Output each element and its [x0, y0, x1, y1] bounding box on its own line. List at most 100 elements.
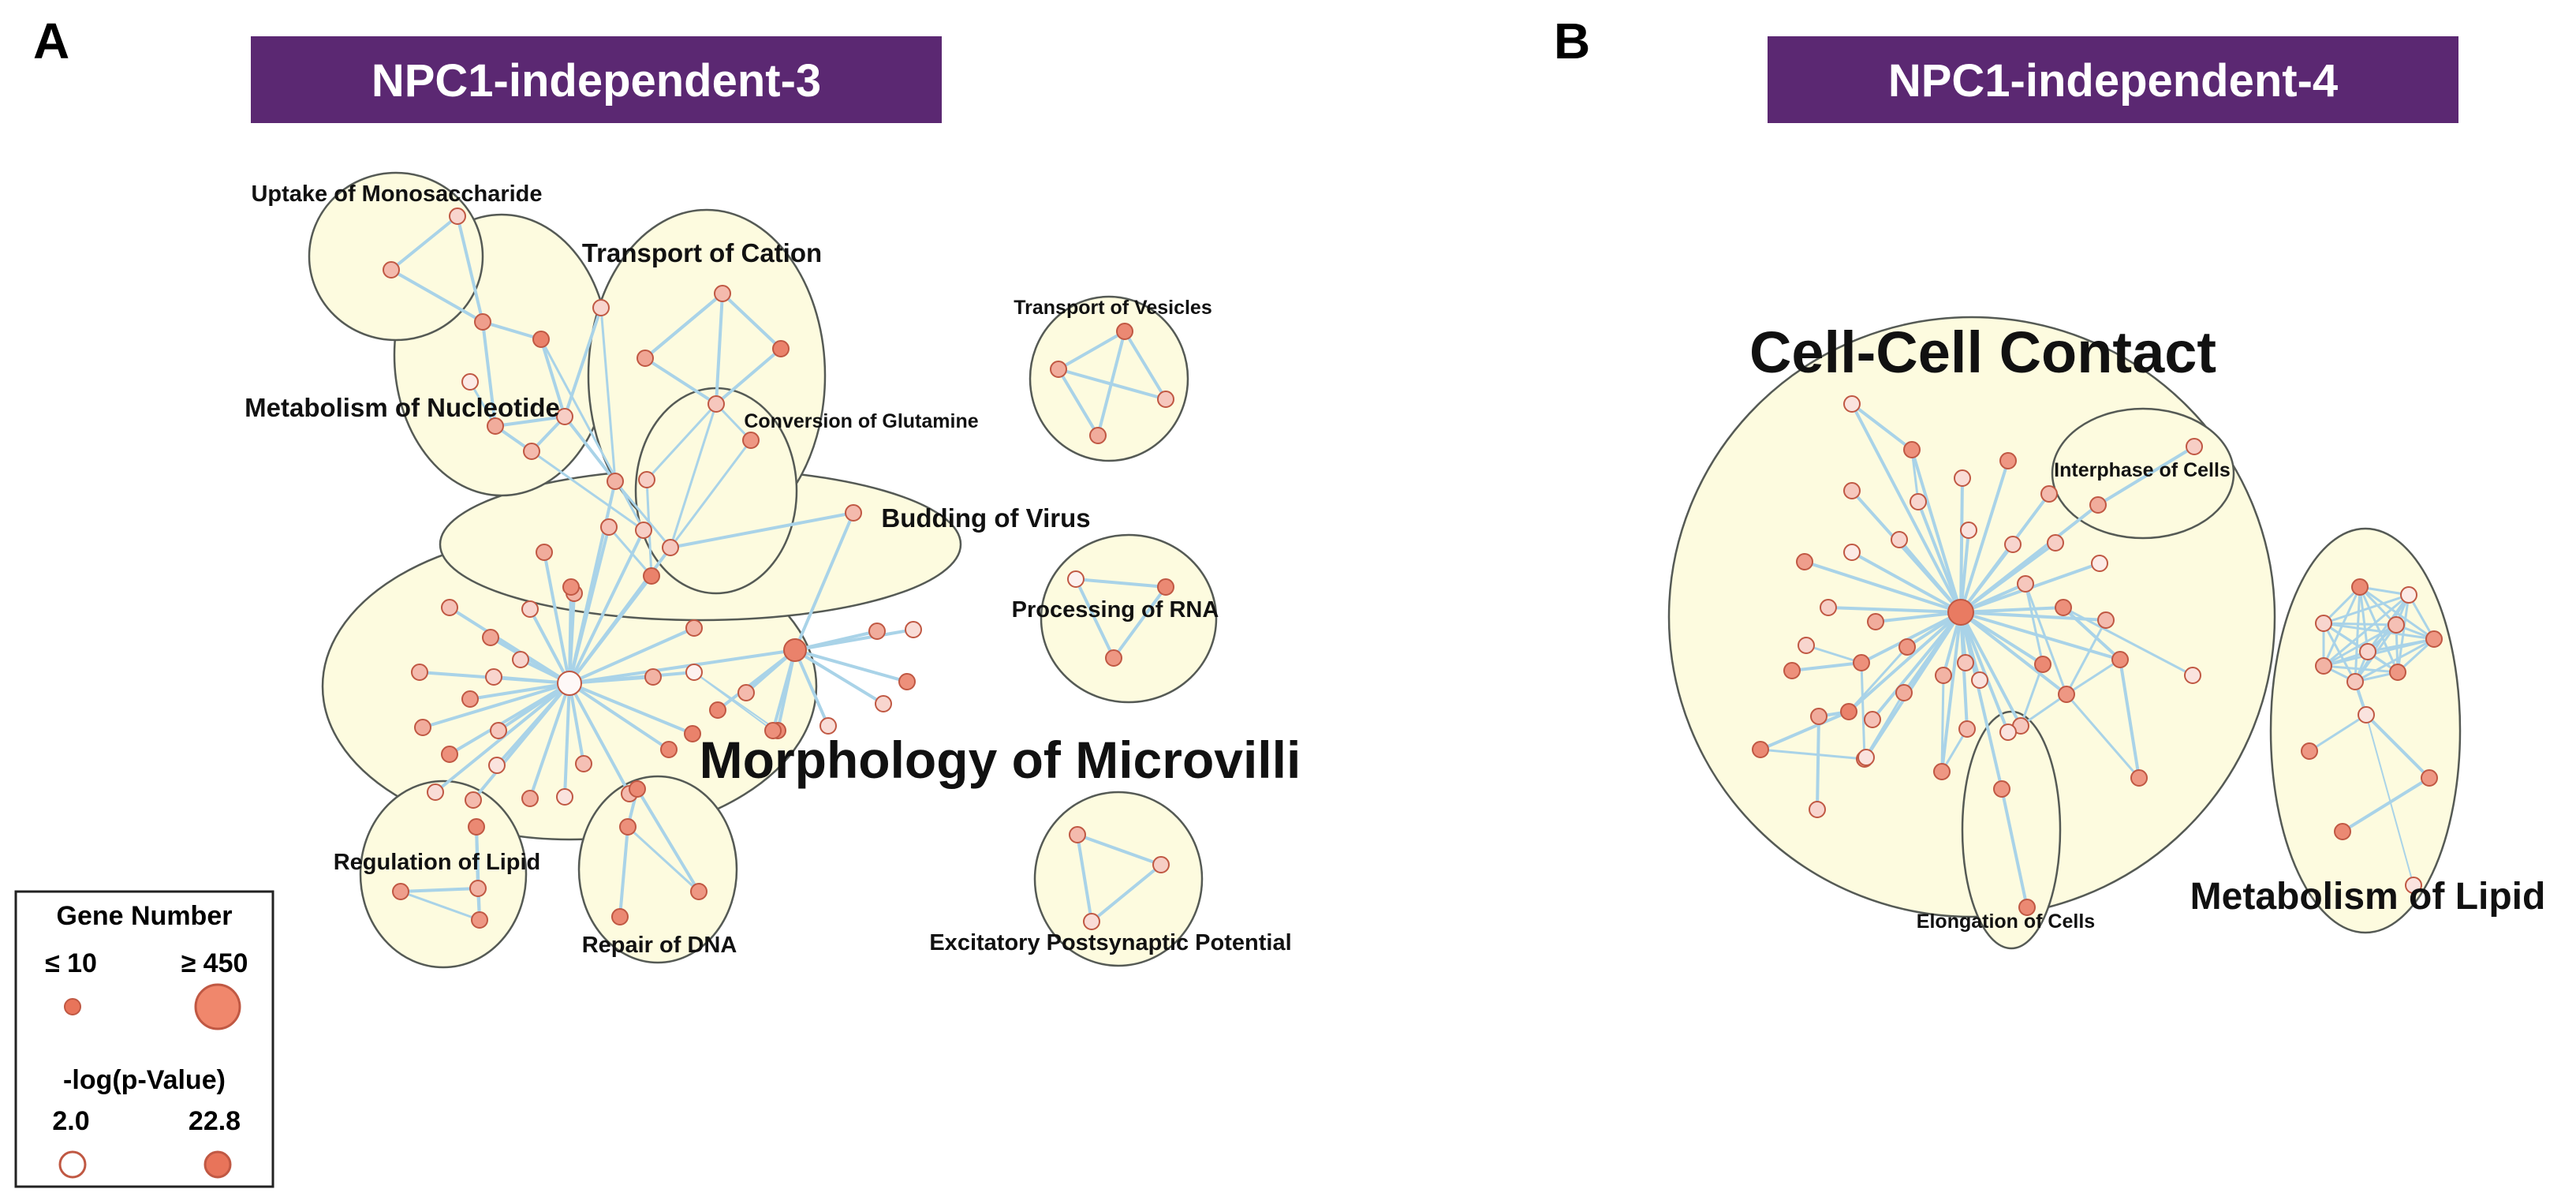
legend-gene-min: ≤ 10: [45, 948, 97, 978]
label-transport-of-cation: Transport of Cation: [582, 238, 822, 267]
network-node: [2089, 496, 2107, 514]
network-node: [611, 908, 629, 925]
network-edge: [2119, 658, 2141, 780]
network-node: [532, 331, 550, 348]
network-edge: [1874, 611, 1962, 623]
network-node: [1820, 599, 1837, 616]
panel-a-labels: Uptake of Monosaccharide Transport of Ca…: [245, 181, 1301, 958]
network-edge: [1910, 448, 1962, 614]
network-edge: [1803, 560, 1962, 614]
network-edge: [390, 268, 484, 323]
network-edge: [481, 320, 543, 341]
network-node: [2017, 575, 2034, 593]
network-edge: [1860, 661, 1866, 761]
network-node: [1999, 452, 2017, 469]
network-node: [1067, 570, 1085, 588]
network-node: [1843, 482, 1861, 499]
network-node: [2334, 823, 2351, 840]
network-edge: [715, 347, 782, 406]
network-node: [1810, 708, 1827, 725]
network-node: [742, 432, 760, 449]
panel-b-labels: Cell-Cell Contact Interphase of Cells El…: [1749, 320, 2545, 933]
network-edge: [1123, 330, 1167, 401]
network-node: [898, 673, 916, 690]
network-edge: [1847, 611, 1962, 713]
network-edge: [1959, 611, 2003, 791]
network-edge: [1959, 611, 2068, 696]
network-edge: [1112, 585, 1167, 660]
network-node: [427, 783, 444, 801]
network-edge: [1759, 710, 1850, 751]
network-edge: [1940, 611, 1962, 773]
network-edge: [2019, 693, 2068, 727]
network-node: [414, 719, 431, 736]
network-edge: [2322, 622, 2436, 641]
network-node: [2421, 769, 2438, 787]
network-node: [1116, 323, 1133, 340]
network-edge: [693, 671, 774, 731]
network-node: [2034, 656, 2051, 673]
network-node: [441, 599, 458, 616]
network-node: [637, 350, 654, 367]
network-edge: [644, 292, 724, 360]
network-node: [2186, 438, 2203, 455]
panel-a-banner: [251, 36, 942, 123]
network-node: [487, 417, 504, 435]
panel-b-clusters: [1667, 316, 2462, 950]
network-node: [1993, 780, 2010, 798]
network-node: [2359, 643, 2376, 660]
network-node: [2346, 673, 2364, 690]
label-transport-of-vesicles: Transport of Vesicles: [1014, 297, 1212, 319]
network-edge: [399, 887, 480, 893]
network-edge: [2365, 713, 2431, 780]
network-node: [1157, 391, 1174, 408]
network-node: [449, 208, 466, 225]
network-node: [1954, 469, 1971, 487]
network-nodes: [383, 208, 2443, 930]
network-node: [643, 567, 660, 585]
network-node: [2387, 616, 2405, 634]
network-node: [783, 638, 807, 662]
network-node: [1853, 654, 1870, 671]
network-node: [2130, 769, 2148, 787]
network-edge: [528, 682, 571, 800]
network-node: [1105, 649, 1122, 667]
network-node: [607, 473, 624, 490]
network-node: [2040, 485, 2058, 503]
network-edge: [543, 551, 571, 685]
network-edge: [2322, 622, 2357, 683]
legend-small-node: [64, 998, 81, 1015]
network-node: [1947, 599, 1974, 626]
network-edge: [469, 682, 571, 701]
network-edge: [1074, 578, 1115, 660]
network-node: [2315, 657, 2332, 675]
network-edge: [2308, 713, 2368, 753]
network-node: [521, 790, 539, 807]
network-edge: [2062, 606, 2194, 677]
label-morphology-of-microvilli: Morphology of Microvilli: [700, 731, 1301, 789]
network-node: [2301, 742, 2318, 760]
network-edge: [669, 439, 752, 549]
network-edge: [568, 626, 696, 685]
network-edge: [399, 890, 481, 922]
label-repair-of-dna: Repair of DNA: [582, 933, 737, 958]
network-edge: [636, 787, 700, 893]
label-cell-cell-contact: Cell-Cell Contact: [1749, 320, 2216, 385]
network-edge: [539, 338, 566, 418]
network-node: [1903, 441, 1921, 458]
network-node: [1999, 724, 2017, 741]
network-edge: [568, 682, 631, 795]
network-node: [575, 755, 592, 772]
network-node: [772, 340, 790, 357]
network-node: [392, 883, 409, 900]
network-edge: [1898, 538, 1962, 614]
network-node: [557, 671, 582, 696]
network-edge: [568, 529, 645, 685]
panel-a-title: NPC1-independent-3: [371, 55, 821, 107]
network-edge: [530, 450, 645, 532]
network-node: [1783, 662, 1801, 679]
network-edge: [1871, 611, 1962, 721]
cluster-transport-of-vesicles: [1029, 295, 1189, 462]
network-node: [2018, 899, 2036, 916]
